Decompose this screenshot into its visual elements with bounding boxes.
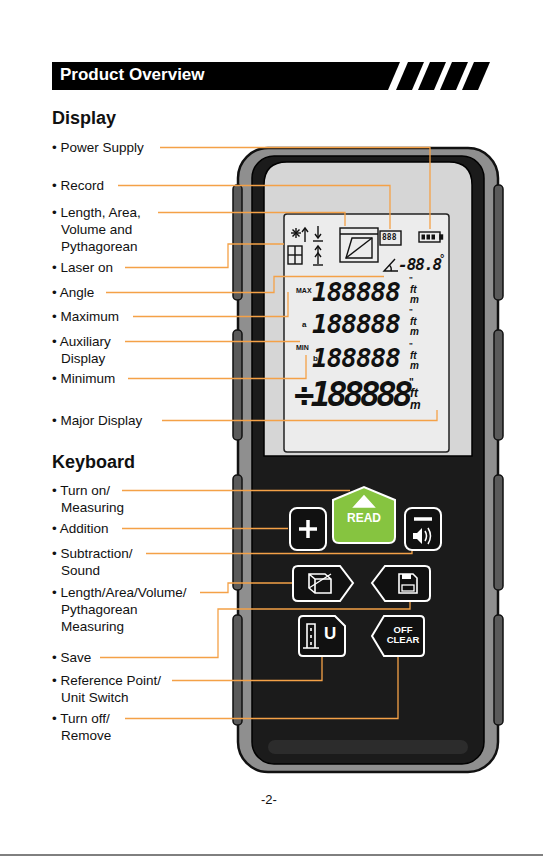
unit-symbol: m	[410, 399, 421, 411]
display-callout: • Auxiliary Display	[52, 333, 152, 367]
unit-symbol: ft	[410, 317, 417, 327]
leader-line	[133, 292, 288, 317]
record-digits: 888	[382, 233, 396, 243]
unit-symbol: m	[410, 361, 419, 371]
unit-symbol: "	[409, 342, 413, 350]
display-callout: • Record	[52, 177, 104, 194]
addition-button	[290, 508, 326, 550]
section-heading: Display	[52, 107, 116, 130]
unit-symbol: ft	[410, 285, 417, 295]
display-callout: • Major Display	[52, 412, 142, 429]
leader-line	[158, 213, 345, 227]
display-callout: • Minimum	[52, 370, 115, 387]
leader-line	[128, 355, 306, 379]
key-callout: • Turn off/ Remove	[52, 710, 152, 744]
leader-line	[118, 186, 390, 230]
button-shape	[299, 616, 345, 656]
banner-bar	[52, 62, 400, 90]
unit-symbol: m	[410, 295, 419, 305]
button-label: U	[324, 624, 343, 643]
key-callout: • Turn on/ Measuring	[52, 482, 152, 516]
section-heading: Keyboard	[52, 451, 135, 474]
angle-digits: -88.8	[398, 256, 441, 274]
button-shape	[372, 616, 424, 656]
unit-symbol: m	[410, 327, 419, 337]
button-label: READ	[333, 512, 395, 525]
read-button: READ	[331, 485, 397, 545]
title-banner	[52, 62, 490, 90]
display-callout: • Length, Area, Volume and Pythagorean	[52, 204, 167, 255]
leader-line	[200, 583, 292, 593]
page-number: -2-	[261, 792, 277, 808]
leader-line	[125, 341, 300, 342]
angle-icon	[384, 259, 398, 271]
lcd-screen	[284, 214, 449, 452]
banner-stripe	[418, 62, 446, 90]
reference-arrows-icon	[313, 226, 323, 265]
page-rule	[0, 855, 543, 856]
reference-icon	[288, 246, 302, 264]
keypad	[290, 508, 441, 601]
button-icon	[354, 496, 374, 507]
leader-line	[146, 551, 412, 554]
subtraction-sound-button	[405, 508, 441, 550]
display-callout: • Laser on	[52, 259, 113, 276]
banner-stripe	[440, 62, 468, 90]
max-marker: MAX	[296, 287, 312, 295]
lcd-digits: 188888	[312, 311, 400, 337]
display-callout: • Maximum	[52, 308, 119, 325]
key-callout: • Subtraction/ Sound	[52, 545, 152, 579]
display-callout: • Power Supply	[52, 139, 144, 156]
banner-stripe	[462, 62, 490, 90]
row-marker: b	[313, 354, 318, 363]
button-shape	[333, 487, 395, 543]
leader-line	[125, 244, 284, 268]
unit-symbol: "	[409, 276, 413, 284]
leader-line	[125, 657, 398, 719]
major-digits: ÷188888	[294, 376, 409, 412]
banner-stripe	[396, 62, 424, 90]
key-callout: • Save	[52, 649, 91, 666]
save-button	[372, 566, 430, 601]
degree-sign: °	[440, 252, 444, 264]
measure-mode-button	[293, 566, 353, 601]
leader-line	[100, 602, 410, 658]
leader-line	[122, 490, 350, 491]
key-callout: • Length/Area/Volume/ Pythagorean Measur…	[52, 584, 197, 635]
housing	[238, 148, 498, 772]
screen-bezel	[264, 162, 472, 456]
measure-mode-icon	[340, 228, 378, 262]
leader-line	[172, 657, 322, 681]
lcd-digits: 188888	[312, 279, 400, 305]
laser-icon	[291, 228, 308, 242]
page-title: Product Overview	[60, 65, 205, 85]
button-outline	[297, 614, 347, 658]
leader-line	[122, 528, 288, 529]
unit-symbol: ft	[410, 351, 417, 361]
bottom-trim	[268, 740, 468, 754]
min-marker: MIN	[296, 344, 309, 352]
key-callout: • Reference Point/ Unit Switch	[52, 672, 167, 706]
display-callout: • Angle	[52, 284, 94, 301]
battery-icon	[419, 232, 443, 242]
front-face	[252, 156, 484, 764]
lcd-digits: 188888	[312, 345, 400, 371]
unit-symbol: "	[409, 308, 413, 316]
row-marker: a	[302, 320, 306, 329]
key-callout: • Addition	[52, 520, 109, 537]
off-clear-button: OFF CLEAR	[370, 614, 426, 658]
unit-switch-button: U	[297, 614, 347, 658]
unit-symbol: ft	[410, 387, 418, 399]
button-label: OFF CLEAR	[383, 625, 423, 645]
device-body	[233, 148, 503, 772]
button-icon	[303, 624, 319, 648]
leader-lines	[100, 148, 437, 719]
record-box	[380, 231, 401, 245]
